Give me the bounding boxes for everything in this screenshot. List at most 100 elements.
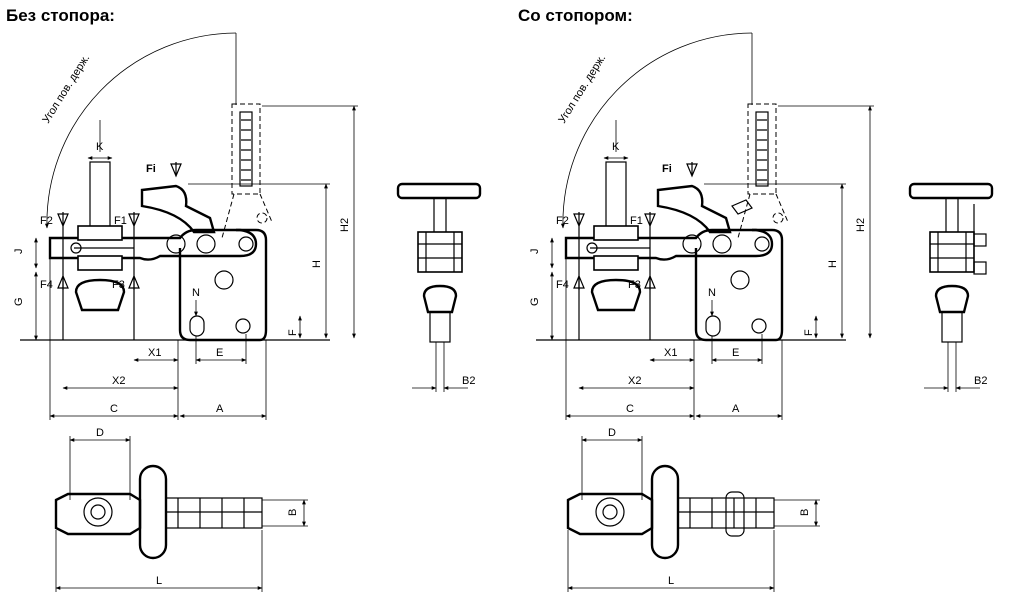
- force-arrow-f1-r: [644, 212, 656, 228]
- label-h-left: H: [311, 260, 323, 268]
- label-f3-left: F3: [112, 279, 125, 291]
- label-b-right: B: [799, 509, 811, 516]
- mounting-slot-n-r: [705, 315, 721, 337]
- handle-closed: [140, 184, 216, 234]
- title-without-lock: Без стопора:: [6, 6, 115, 25]
- title-with-lock: Со стопором:: [518, 6, 633, 25]
- mounting-hole-r: [751, 318, 767, 334]
- label-n-left: N: [192, 287, 200, 299]
- spindle-nut-bottom: [77, 255, 123, 271]
- label-a-right: A: [732, 403, 740, 415]
- force-arrow-f2-r: [573, 212, 585, 228]
- front-handle-bar-r: [908, 182, 994, 200]
- spindle-nut-bottom-r: [593, 255, 639, 271]
- clamp-body-r: [694, 228, 784, 342]
- lock-lever: [731, 199, 753, 215]
- clamp-body: [178, 228, 268, 342]
- label-l-right: L: [668, 575, 674, 587]
- side-view-without-lock: [20, 32, 358, 420]
- front-stem-r: [945, 197, 959, 235]
- top-base-detail-r: [678, 498, 774, 528]
- top-handle-oval-r: [650, 464, 680, 560]
- label-x1-left: X1: [148, 347, 161, 359]
- label-d-right: D: [608, 427, 616, 439]
- top-base-detail: [166, 498, 262, 528]
- top-nut-outer: [83, 497, 113, 527]
- top-view-with-lock: [566, 436, 820, 592]
- force-arrow-f2: [57, 212, 69, 228]
- mounting-hole: [235, 318, 251, 334]
- label-f2-left: F2: [40, 215, 53, 227]
- side-view-with-lock: [536, 32, 874, 420]
- label-f3-right: F3: [628, 279, 641, 291]
- handle-angle-arc: [44, 32, 237, 229]
- label-b2-right: B2: [974, 375, 987, 387]
- front-foot-r: [941, 311, 963, 343]
- front-foot: [429, 311, 451, 343]
- arm-logo: [70, 242, 82, 254]
- arm-logo-r: [586, 242, 598, 254]
- top-base: [165, 497, 263, 529]
- label-n-right: N: [708, 287, 716, 299]
- top-view-without-lock: [54, 436, 308, 592]
- label-x1-right: X1: [664, 347, 677, 359]
- handle-upright-dashed-base: [221, 193, 273, 239]
- label-f1-left: F1: [114, 215, 127, 227]
- arm-pivot-2: [196, 234, 216, 254]
- label-f1-right: F1: [630, 215, 643, 227]
- front-handle-bar: [396, 182, 482, 200]
- label-x2-right: X2: [628, 375, 641, 387]
- label-e-left: E: [216, 347, 223, 359]
- arm-pivot-1-r: [682, 234, 702, 254]
- clamp-arm: [48, 228, 258, 261]
- label-b-left: B: [287, 509, 299, 516]
- top-spindle-block: [54, 492, 142, 536]
- label-angle-right: Угол пов. держ.: [556, 52, 608, 125]
- top-handle-oval: [138, 464, 168, 560]
- label-d-left: D: [96, 427, 104, 439]
- label-g-right: G: [529, 297, 541, 306]
- front-body-detail: [418, 232, 462, 272]
- label-e-right: E: [732, 347, 739, 359]
- label-l-left: L: [156, 575, 162, 587]
- label-f-left: F: [287, 329, 299, 336]
- label-fi-right: Fi: [662, 163, 672, 175]
- label-k-left: K: [96, 141, 104, 153]
- label-x2-left: X2: [112, 375, 125, 387]
- label-b2-left: B2: [462, 375, 475, 387]
- front-lock-knob-1: [973, 233, 987, 247]
- front-body: [417, 231, 463, 273]
- label-j-right: J: [529, 249, 541, 255]
- front-view-without-lock: [396, 182, 482, 392]
- front-lock-knob-2: [973, 261, 987, 275]
- label-f2-right: F2: [556, 215, 569, 227]
- arm-pivot-1: [166, 234, 186, 254]
- label-a-left: A: [216, 403, 224, 415]
- front-pad: [422, 284, 458, 314]
- force-arrow-f1: [128, 212, 140, 228]
- body-pivot: [214, 270, 234, 290]
- dashed-pivot: [256, 212, 268, 224]
- handle-closed-r: [656, 184, 732, 234]
- handle-grip-pattern-r: [755, 111, 769, 187]
- label-c-right: C: [626, 403, 634, 415]
- label-f-right: F: [803, 329, 815, 336]
- body-pivot-r: [730, 270, 750, 290]
- label-h2-left: H2: [339, 218, 351, 232]
- top-spindle-block-r: [566, 492, 654, 536]
- front-pad-r: [934, 284, 970, 314]
- handle-angle-arc-r: [560, 32, 753, 229]
- handle-grip-pattern: [239, 111, 253, 187]
- label-c-left: C: [110, 403, 118, 415]
- label-f4-right: F4: [556, 279, 569, 291]
- arm-pivot-3: [238, 236, 254, 252]
- force-arrow-fi-r: [686, 162, 698, 178]
- label-fi-left: Fi: [146, 163, 156, 175]
- top-nut-inner-r: [602, 504, 618, 520]
- force-arrow-fi: [170, 162, 182, 178]
- clamp-arm-r: [564, 228, 774, 261]
- spindle-nut-top: [77, 225, 123, 241]
- label-g-left: G: [13, 297, 25, 306]
- front-view-with-lock: [908, 182, 994, 392]
